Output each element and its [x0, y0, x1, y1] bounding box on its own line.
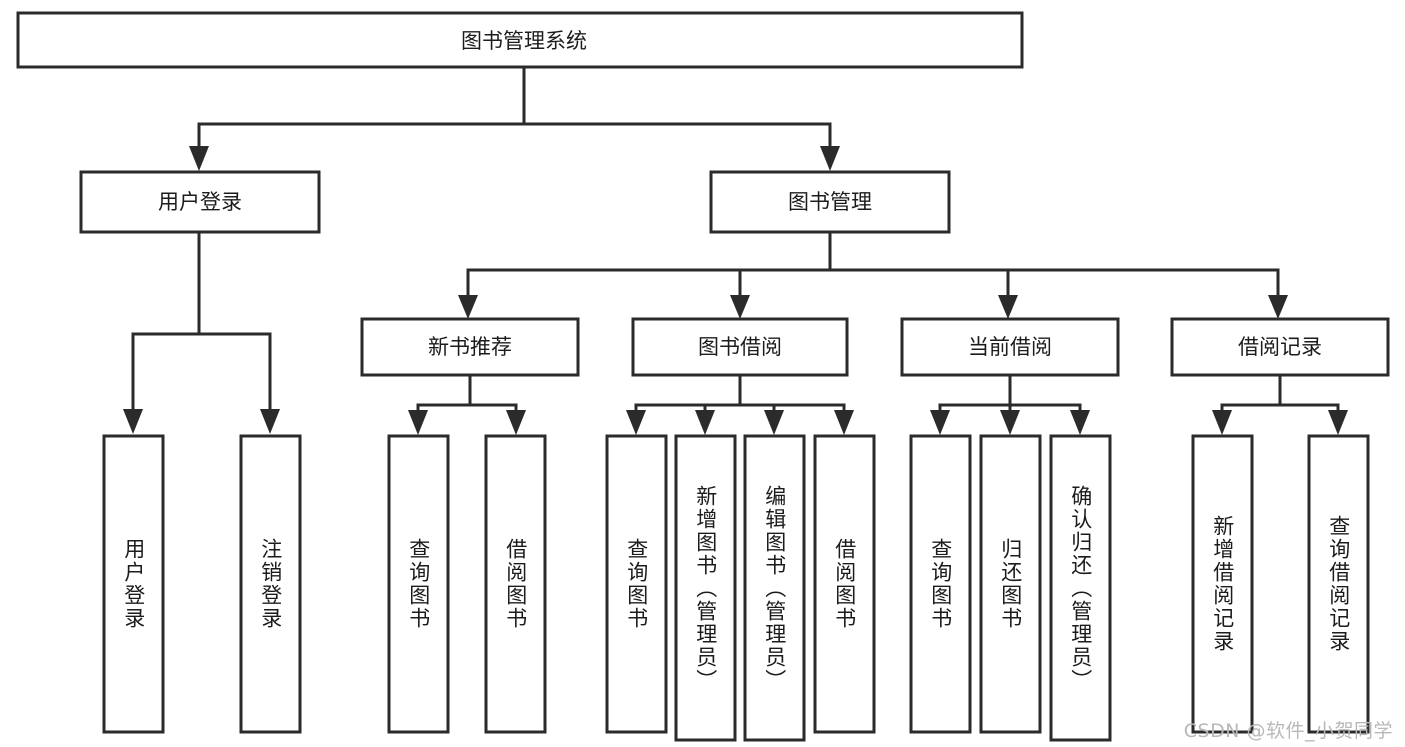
leaf-box-bookborrow-query[interactable]: [605, 434, 668, 734]
leaf-box-currentborrow-return[interactable]: [979, 434, 1042, 734]
node-new-book-recommend[interactable]: 新书推荐: [360, 317, 580, 377]
leaf-box-currentborrow-confirm[interactable]: [1049, 434, 1112, 742]
connector-group-borrowrecord-to-leaves: [1212, 373, 1348, 435]
leaf-box-newbook-query[interactable]: [387, 434, 450, 734]
node-borrow-record-label: 借阅记录: [1238, 335, 1322, 359]
leaf-box-currentborrow-query[interactable]: [909, 434, 972, 734]
node-root-label: 图书管理系统: [461, 29, 587, 53]
node-user-login[interactable]: 用户登录: [79, 170, 321, 234]
connector-group-root-to-level2: [189, 65, 840, 171]
node-book-borrow-label: 图书借阅: [698, 335, 782, 359]
leaf-box-bookborrow-borrow[interactable]: [813, 434, 876, 734]
leaf-box-record-add[interactable]: [1191, 434, 1254, 734]
connector-group-newbook-to-leaves: [408, 373, 526, 435]
node-current-borrow-label: 当前借阅: [968, 335, 1052, 359]
csdn-watermark: CSDN @软件_小贺同学: [1183, 720, 1393, 742]
node-borrow-record[interactable]: 借阅记录: [1170, 317, 1390, 377]
node-new-book-recommend-label: 新书推荐: [428, 335, 512, 359]
connector-group-currentborrow-to-leaves: [930, 373, 1090, 435]
node-user-login-label: 用户登录: [158, 190, 242, 214]
connector-group-bookmgmt-to-level3: [458, 230, 1288, 319]
connector-group-bookborrow-to-leaves: [626, 373, 854, 435]
connector-group-userlogin-to-leaves: [123, 230, 280, 434]
node-current-borrow[interactable]: 当前借阅: [900, 317, 1120, 377]
leaf-box-user-login-logout[interactable]: [239, 434, 302, 734]
node-book-management[interactable]: 图书管理: [709, 170, 951, 234]
node-book-borrow[interactable]: 图书借阅: [631, 317, 849, 377]
leaf-box-record-query[interactable]: [1307, 434, 1370, 734]
leaf-box-bookborrow-add[interactable]: [674, 434, 737, 742]
leaf-box-bookborrow-edit[interactable]: [743, 434, 806, 742]
leaf-box-user-login-login[interactable]: [102, 434, 165, 734]
node-root-system[interactable]: 图书管理系统: [16, 11, 1024, 69]
node-book-management-label: 图书管理: [788, 190, 872, 214]
leaf-box-newbook-borrow[interactable]: [484, 434, 547, 734]
